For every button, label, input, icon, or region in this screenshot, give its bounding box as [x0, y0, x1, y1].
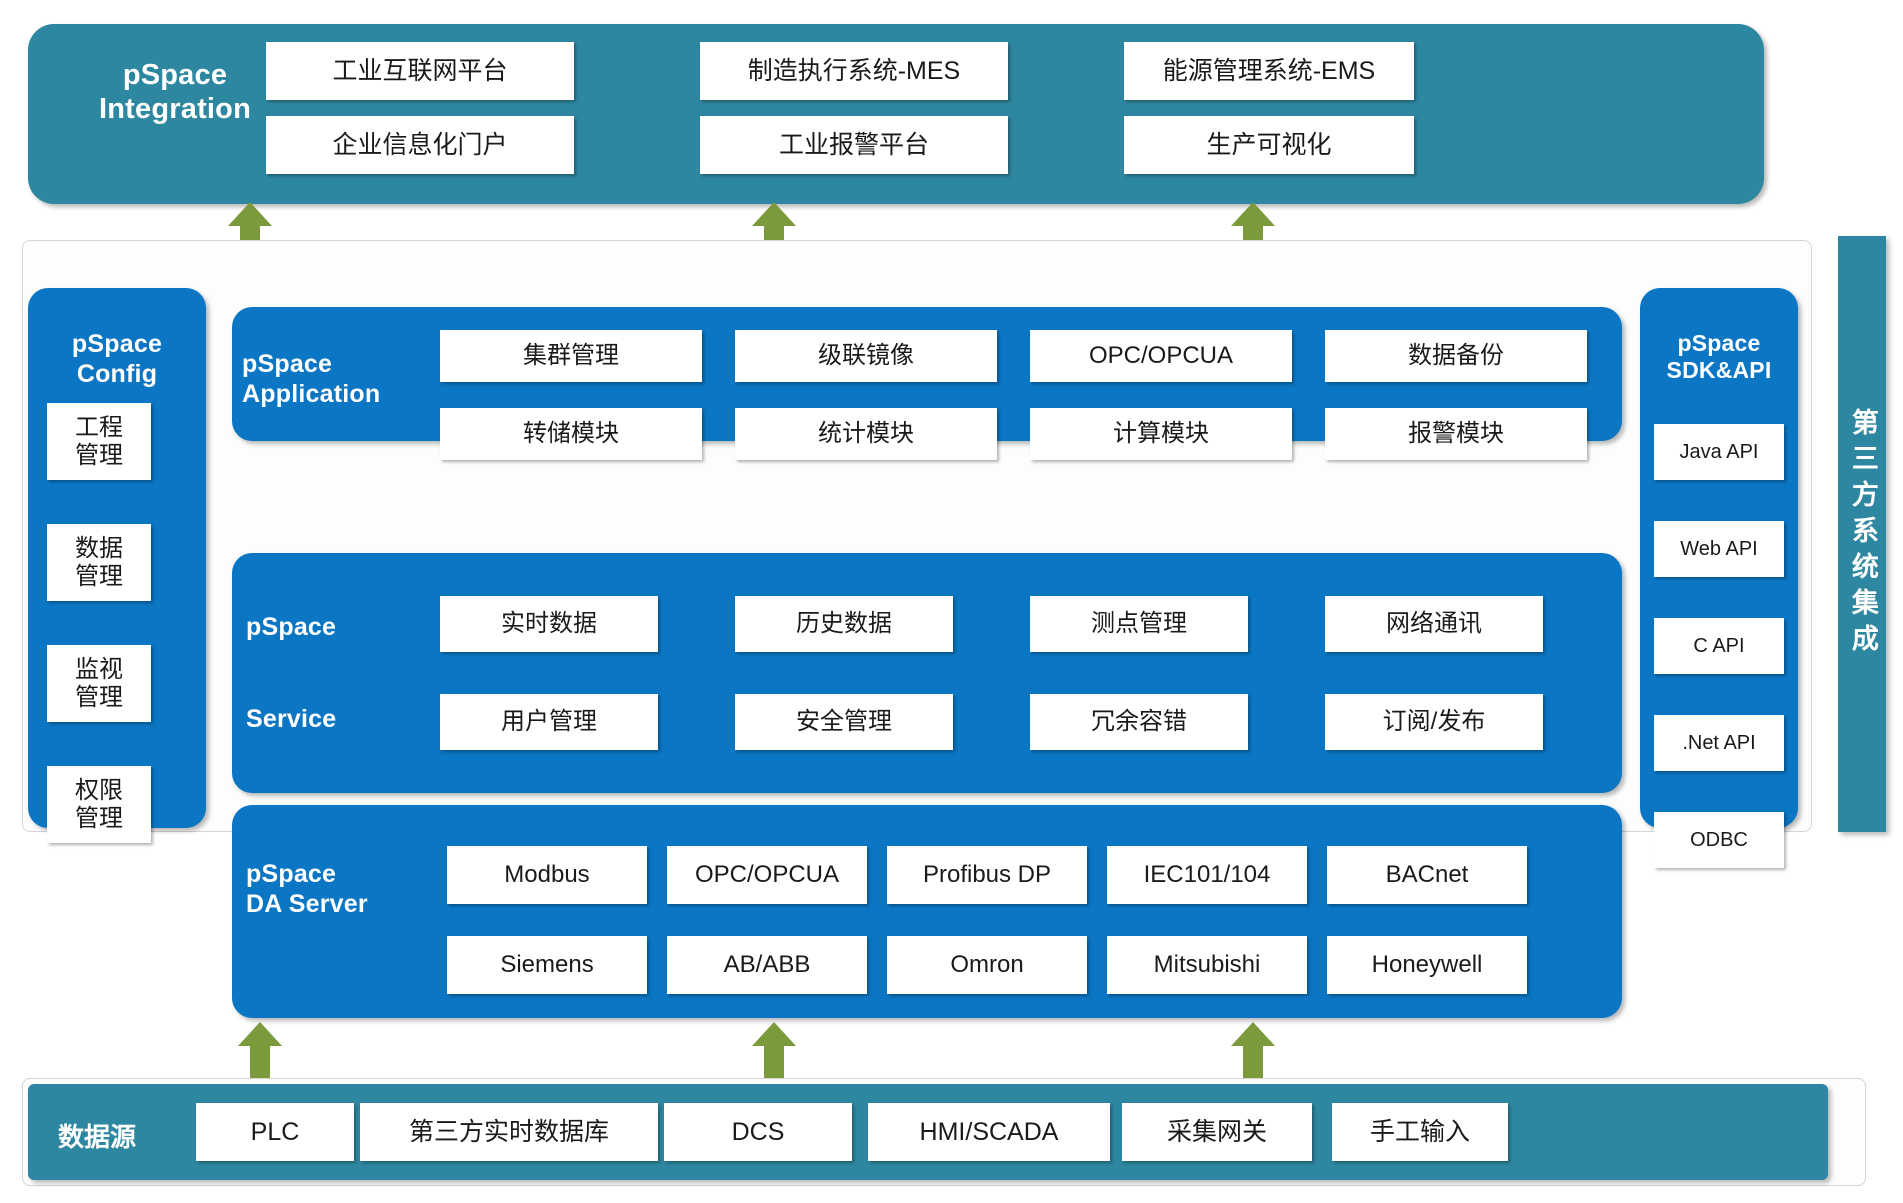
service-chip-network-communication[interactable]: 网络通讯	[1325, 596, 1543, 652]
third-party-vertical-label: 第三方系统集成	[1847, 408, 1878, 660]
sdk-api-item-web-api[interactable]: Web API	[1654, 521, 1784, 577]
sdk-api-label-line1: pSpace	[1677, 330, 1761, 356]
da-server-chip-mitsubishi[interactable]: Mitsubishi	[1107, 936, 1307, 994]
integration-label-line1: pSpace	[122, 59, 228, 91]
integration-chip-ems[interactable]: 能源管理系统-EMS	[1124, 42, 1414, 100]
sdk-api-item-net-api[interactable]: .Net API	[1654, 715, 1784, 771]
sdk-api-item-java-api[interactable]: Java API	[1654, 424, 1784, 480]
application-chip-data-backup[interactable]: 数据备份	[1325, 330, 1587, 382]
config-label: pSpace Config	[28, 330, 206, 389]
da-server-chip-siemens[interactable]: Siemens	[447, 936, 647, 994]
application-chip-cluster-management[interactable]: 集群管理	[440, 330, 702, 382]
da-server-chip-iec101-104[interactable]: IEC101/104	[1107, 846, 1307, 904]
integration-chip-alarm-platform[interactable]: 工业报警平台	[700, 116, 1008, 174]
service-label-line2: Service	[246, 704, 337, 733]
config-item-line1: 监视	[75, 655, 123, 683]
service-label: pSpace Service	[232, 613, 426, 734]
arrow-up-icon-left-lower	[238, 1022, 282, 1078]
integration-chip-mes[interactable]: 制造执行系统-MES	[700, 42, 1008, 100]
config-item-line1: 数据	[75, 534, 123, 562]
application-label: pSpace Application	[232, 350, 402, 409]
config-item-permission-management[interactable]: 权限 管理	[47, 766, 151, 843]
service-chip-redundancy-fault-tolerance[interactable]: 冗余容错	[1030, 694, 1248, 750]
application-chip-dump-module[interactable]: 转储模块	[440, 408, 702, 460]
config-item-monitoring-management[interactable]: 监视 管理	[47, 645, 151, 722]
application-chip-cascade-mirror[interactable]: 级联镜像	[735, 330, 997, 382]
config-item-line2: 管理	[75, 804, 123, 832]
config-item-line2: 管理	[75, 562, 123, 590]
config-item-line2: 管理	[75, 441, 123, 469]
service-label-line1: pSpace	[246, 613, 337, 641]
application-chip-statistics-module[interactable]: 统计模块	[735, 408, 997, 460]
datasource-chip-plc[interactable]: PLC	[196, 1103, 354, 1161]
application-chip-alarm-module[interactable]: 报警模块	[1325, 408, 1587, 460]
datasource-chip-manual-input[interactable]: 手工输入	[1332, 1103, 1508, 1161]
sdk-api-label: pSpace SDK&API	[1640, 330, 1798, 384]
service-chip-history-data[interactable]: 历史数据	[735, 596, 953, 652]
service-chip-user-management[interactable]: 用户管理	[440, 694, 658, 750]
sdk-api-item-c-api[interactable]: C API	[1654, 618, 1784, 674]
service-chip-security-management[interactable]: 安全管理	[735, 694, 953, 750]
integration-chip-industrial-internet[interactable]: 工业互联网平台	[266, 42, 574, 100]
arrow-up-icon-right-lower	[1231, 1022, 1275, 1078]
da-server-label-line2: DA Server	[246, 889, 368, 918]
da-server-chip-modbus[interactable]: Modbus	[447, 846, 647, 904]
application-label-line2: Application	[242, 379, 381, 408]
service-chip-tag-management[interactable]: 测点管理	[1030, 596, 1248, 652]
service-panel	[232, 553, 1622, 793]
da-server-chip-profibus-dp[interactable]: Profibus DP	[887, 846, 1087, 904]
third-party-integration-bar: 第三方系统集成	[1838, 236, 1886, 832]
datasource-chip-dcs[interactable]: DCS	[664, 1103, 852, 1161]
integration-label-line2: Integration	[98, 93, 252, 126]
da-server-chip-omron[interactable]: Omron	[887, 936, 1087, 994]
config-item-line2: 管理	[75, 683, 123, 711]
sdk-api-item-odbc[interactable]: ODBC	[1654, 812, 1784, 868]
config-item-line1: 权限	[75, 776, 123, 804]
datasource-chip-collection-gateway[interactable]: 采集网关	[1122, 1103, 1312, 1161]
datasource-chip-hmi-scada[interactable]: HMI/SCADA	[868, 1103, 1110, 1161]
application-label-line1: pSpace	[242, 350, 333, 378]
config-label-line1: pSpace	[71, 330, 163, 358]
config-item-line1: 工程	[75, 413, 123, 441]
integration-chip-production-visualization[interactable]: 生产可视化	[1124, 116, 1414, 174]
da-server-chip-ab-abb[interactable]: AB/ABB	[667, 936, 867, 994]
service-chip-subscribe-publish[interactable]: 订阅/发布	[1325, 694, 1543, 750]
datasource-chip-third-party-rtdb[interactable]: 第三方实时数据库	[360, 1103, 658, 1161]
da-server-chip-bacnet[interactable]: BACnet	[1327, 846, 1527, 904]
application-chip-opc-opcua[interactable]: OPC/OPCUA	[1030, 330, 1292, 382]
config-item-data-management[interactable]: 数据 管理	[47, 524, 151, 601]
sdk-api-label-line2: SDK&API	[1666, 357, 1772, 384]
datasource-label: 数据源	[58, 1122, 137, 1152]
service-chip-realtime-data[interactable]: 实时数据	[440, 596, 658, 652]
da-server-chip-honeywell[interactable]: Honeywell	[1327, 936, 1527, 994]
arrow-up-icon-center-lower	[752, 1022, 796, 1078]
config-item-engineering-management[interactable]: 工程 管理	[47, 403, 151, 480]
da-server-label: pSpace DA Server	[232, 860, 436, 919]
config-label-line2: Config	[76, 359, 158, 388]
application-chip-calculation-module[interactable]: 计算模块	[1030, 408, 1292, 460]
integration-chip-enterprise-portal[interactable]: 企业信息化门户	[266, 116, 574, 174]
da-server-label-line1: pSpace	[246, 860, 337, 888]
integration-label: pSpace Integration	[60, 58, 290, 126]
da-server-chip-opc-opcua[interactable]: OPC/OPCUA	[667, 846, 867, 904]
